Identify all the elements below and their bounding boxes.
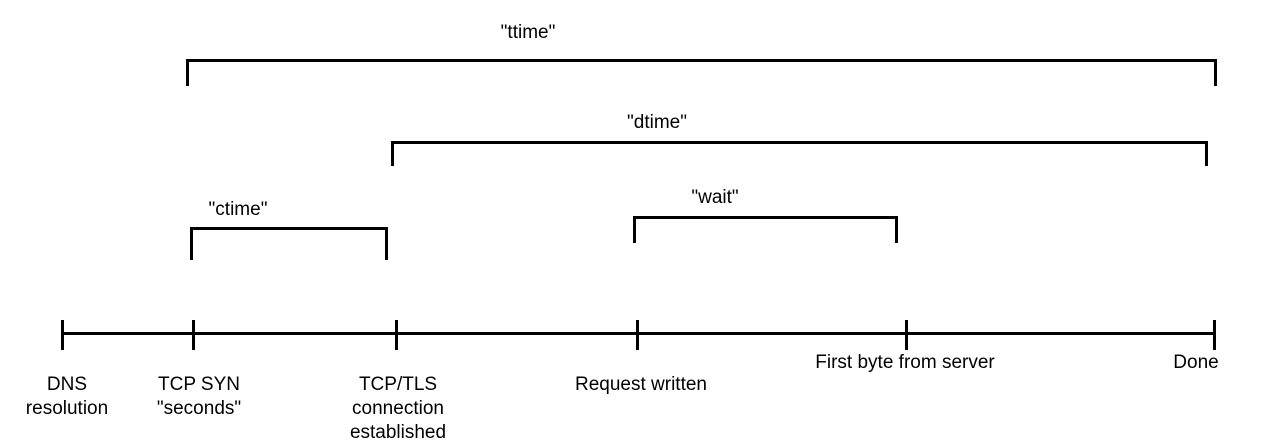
event-label-tcp-syn: TCP SYN "seconds" (156, 374, 242, 419)
event-label-tls-established: TCP/TLS connection established (349, 374, 447, 442)
event-label-dns-resolution: DNS resolution (25, 374, 109, 419)
interval-bracket-ctime (190, 227, 388, 260)
event-label-first-byte: First byte from server (815, 352, 995, 373)
tick-done (1213, 320, 1216, 350)
interval-label-dtime: "dtime" (627, 112, 687, 133)
tick-tcp-syn (192, 320, 195, 350)
interval-label-ctime: "ctime" (208, 199, 268, 220)
tick-tls-established (395, 320, 398, 350)
event-label-request-written: Request written (574, 374, 708, 395)
tick-request-written (636, 320, 639, 350)
interval-bracket-dtime (391, 141, 1208, 166)
interval-label-ttime: "ttime" (500, 22, 556, 43)
interval-bracket-ttime (186, 59, 1217, 86)
interval-bracket-wait (633, 216, 898, 243)
tick-dns-resolution (61, 320, 64, 350)
interval-label-wait: "wait" (691, 187, 739, 208)
tick-first-byte (905, 320, 908, 350)
event-label-done: Done (1173, 352, 1219, 373)
